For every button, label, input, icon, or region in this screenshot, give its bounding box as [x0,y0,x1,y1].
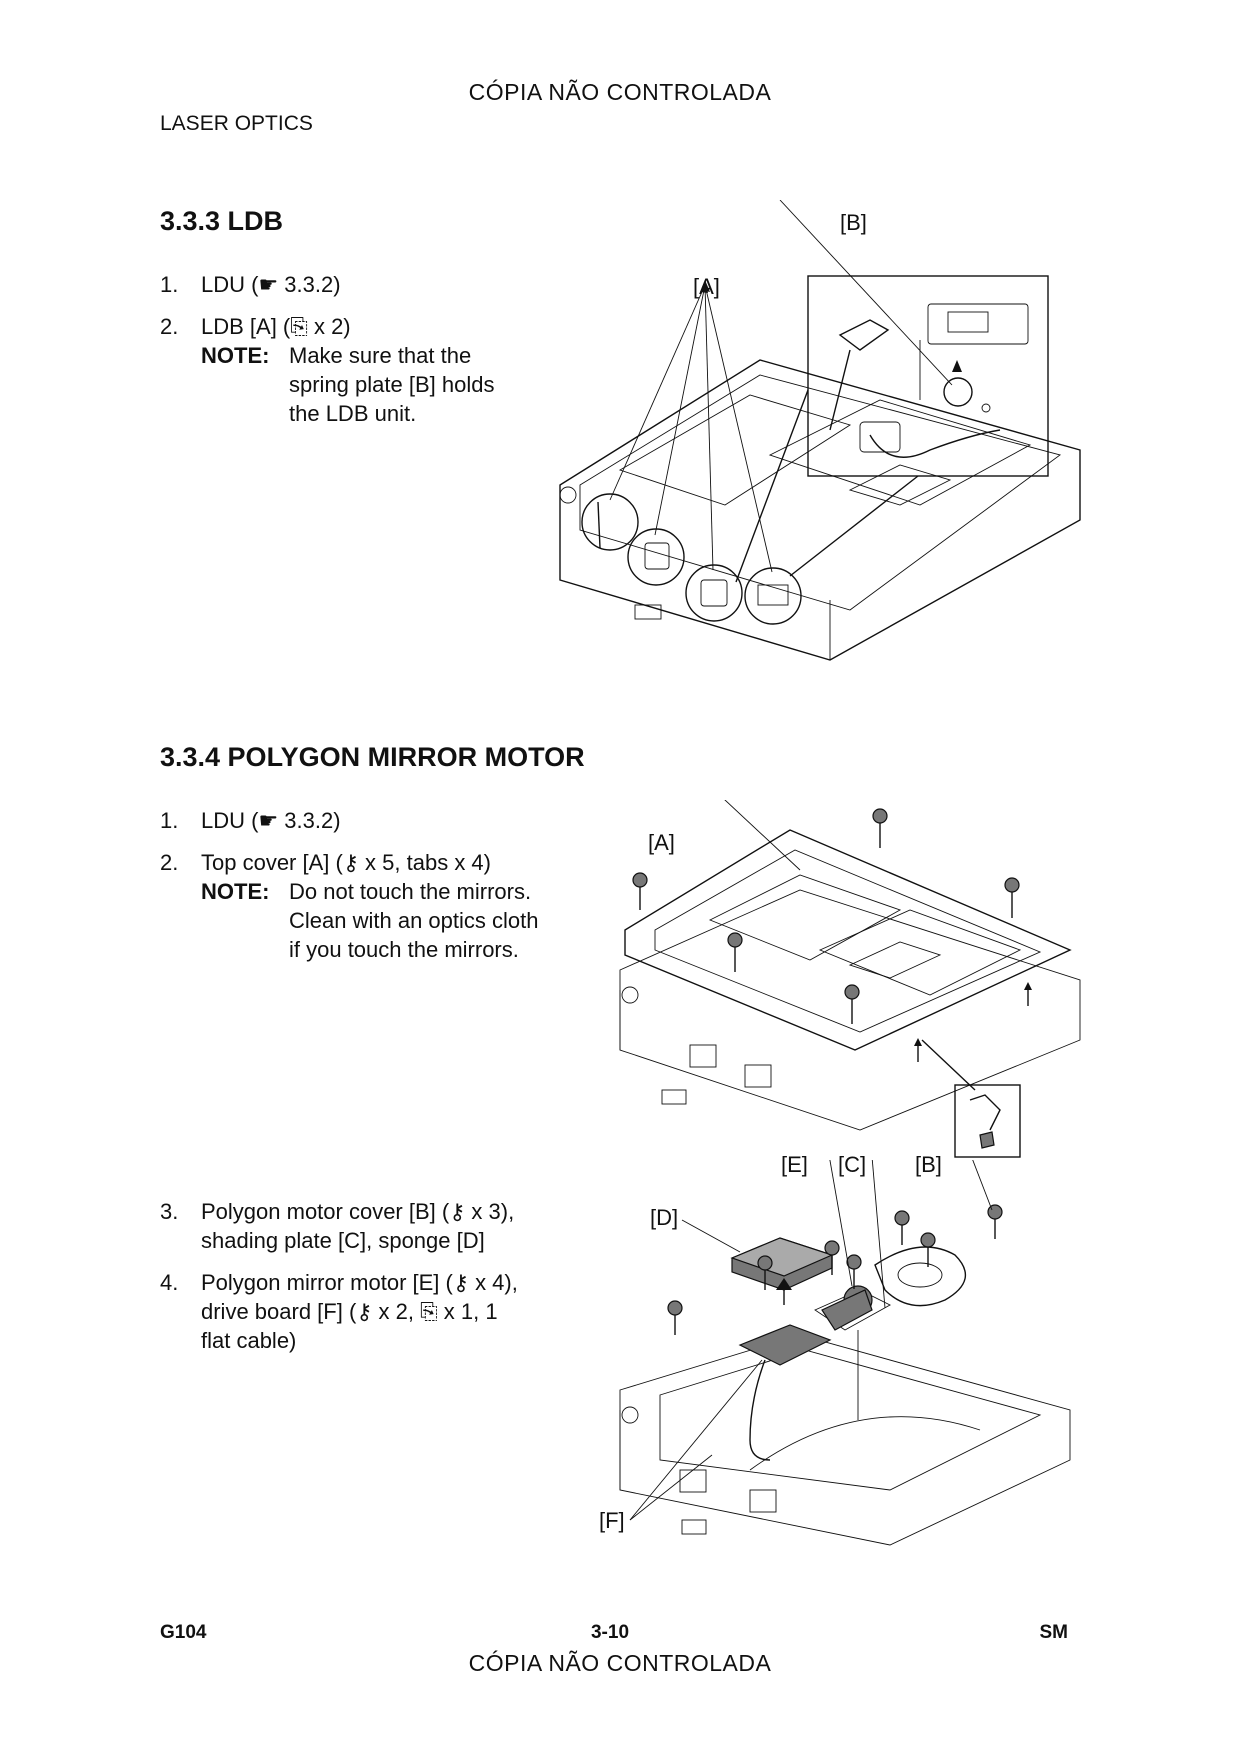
polygon-step-3: 3. Polygon motor cover [B] (⚷ x 3), shadi… [160,1197,580,1255]
step-number: 2. [160,850,179,875]
footer-manual-code: SM [1039,1622,1069,1643]
note-line: Make sure that the [289,343,472,368]
step-number: 1. [160,808,179,833]
polygon-step-4: 4. Polygon mirror motor [E] (⚷ x 4), driv… [160,1268,580,1355]
step-text: Polygon motor cover [B] (⚷ x 3), [201,1199,515,1224]
note-line: Do not touch the mirrors. [289,879,532,904]
ldb-step-2: 2. LDB [A] (⎘ x 2) NOTE: Make sure that th… [160,312,580,428]
figure-label-e: [E] [781,1152,808,1177]
note-label: NOTE: [201,343,270,368]
uncontrolled-copy-watermark: CÓPIA NÃO CONTROLADA [468,1650,772,1676]
polygon-step-2: 2. Top cover [A] (⚷ x 5, tabs x 4) NOTE: D… [160,848,600,964]
screw-icon [1004,877,1020,918]
polygon-step-1: 1. LDU (☛ 3.3.2) [160,806,341,835]
screw-icon [824,1240,840,1275]
figure-label-b: [B] [840,210,867,235]
screw-icon [844,984,860,1024]
step-text: Polygon mirror motor [E] (⚷ x 4), [201,1270,518,1295]
step-number: 1. [160,272,179,297]
top-cover-removal-illustration [619,800,1081,1158]
screw-icon [872,808,888,848]
polygon-motor-removal-illustration [619,1160,1071,1546]
screw-icon [667,1300,683,1335]
figure-label-f: [F] [599,1508,625,1533]
note-line: the LDB unit. [289,401,417,426]
section-heading-ldb: 3.3.3 LDB [160,206,284,236]
step-text: LDU (☛ 3.3.2) [201,808,341,833]
ldb-removal-illustration [559,200,1081,661]
step-text: LDB [A] (⎘ x 2) [201,314,351,339]
footer-page-number: 3-10 [590,1622,630,1643]
step-number: 2. [160,314,179,339]
step-text: flat cable) [201,1328,297,1353]
screw-icon [632,872,648,910]
figure-label-b: [B] [915,1152,942,1177]
figure-label-c: [C] [838,1152,867,1177]
screw-icon [920,1232,936,1267]
running-title: LASER OPTICS [160,112,313,135]
section-heading-polygon-mirror-motor: 3.3.4 POLYGON MIRROR MOTOR [160,742,585,772]
figure-label-d: [D] [650,1205,679,1230]
step-text: Top cover [A] (⚷ x 5, tabs x 4) [201,850,491,875]
screw-icon [987,1204,1003,1239]
note-label: NOTE: [201,879,270,904]
footer-model-code: G104 [160,1622,207,1643]
screw-icon [727,932,743,972]
figure-label-a: [A] [648,830,675,855]
uncontrolled-copy-watermark: CÓPIA NÃO CONTROLADA [468,79,772,105]
step-text: drive board [F] (⚷ x 2, ⎘ x 1, 1 [201,1299,498,1324]
screw-icon [757,1255,773,1290]
note-line: if you touch the mirrors. [289,937,519,962]
note-line: spring plate [B] holds [289,372,495,397]
screw-icon [846,1254,862,1289]
step-number: 4. [160,1270,179,1295]
note-line: Clean with an optics cloth [289,908,539,933]
step-number: 3. [160,1199,179,1224]
figure-label-a: [A] [693,274,720,299]
screw-icon [894,1210,910,1245]
ldb-step-1: 1. LDU (☛ 3.3.2) [160,270,341,299]
step-text: LDU (☛ 3.3.2) [201,272,341,297]
step-text: shading plate [C], sponge [D] [201,1228,485,1253]
